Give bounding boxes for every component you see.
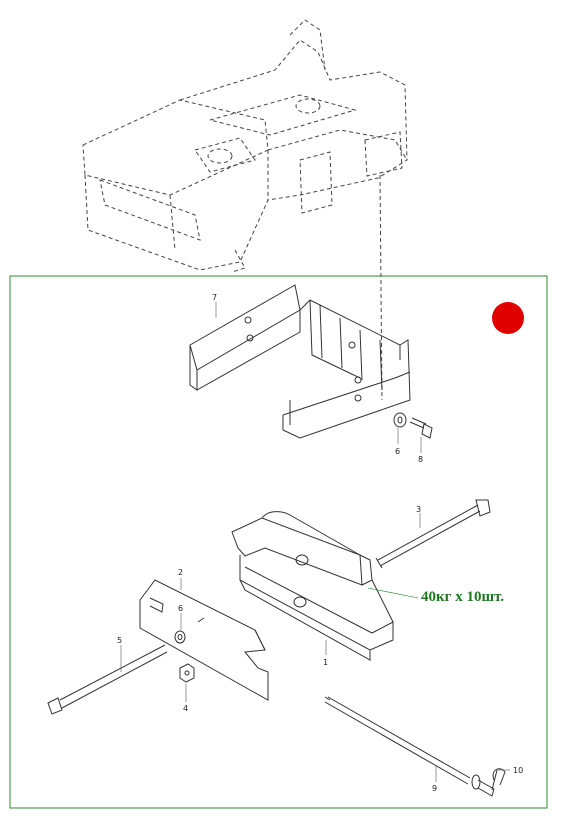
- leader-lines: [120, 302, 510, 782]
- part-9-pin: [324, 696, 495, 797]
- part-10-clip: [491, 768, 506, 791]
- part-7-bracket: [189, 284, 411, 439]
- label-part-9: 9: [432, 784, 437, 793]
- label-part-6-lower: 6: [178, 604, 183, 613]
- label-part-5: 5: [117, 636, 122, 645]
- tractor-frame-drawing: [82, 19, 408, 401]
- label-part-7: 7: [212, 293, 217, 302]
- label-part-10: 10: [513, 766, 523, 775]
- part-6-washer-upper: [393, 412, 407, 428]
- part-3-long-bolt: [375, 499, 491, 569]
- label-part-1: 1: [323, 658, 328, 667]
- part-8-bolt: [409, 417, 433, 439]
- label-part-4: 4: [183, 704, 188, 713]
- weight-annotation: 40кг х 10шт.: [421, 589, 504, 605]
- part-4-nut: [179, 663, 195, 683]
- label-part-3: 3: [416, 505, 421, 514]
- label-part-8: 8: [418, 455, 423, 464]
- part-2-plate: [139, 579, 269, 701]
- red-dot-marker: [492, 302, 524, 334]
- part-6-washer-lower: [174, 617, 205, 644]
- part-5-long-bolt: [47, 644, 168, 715]
- label-part-2: 2: [178, 568, 183, 577]
- part-1-weight: [231, 511, 394, 661]
- label-part-6-upper: 6: [395, 447, 400, 456]
- weight-kit-frame: [9, 275, 548, 809]
